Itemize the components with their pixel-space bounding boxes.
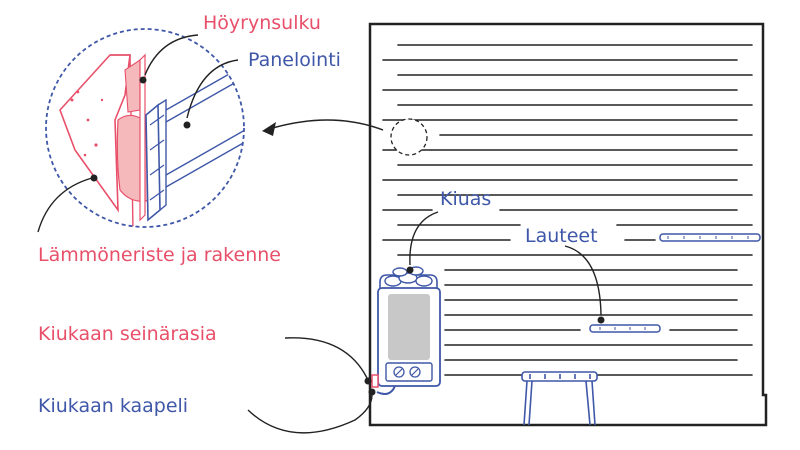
leader-dot-vapor-barrier xyxy=(139,76,147,84)
leader-benches xyxy=(564,245,602,316)
leader-dot-insulation xyxy=(90,174,98,182)
upper-bench xyxy=(659,233,761,242)
leader-dot-paneling xyxy=(183,121,191,129)
wall-paneling-lines xyxy=(382,44,753,376)
label-benches: Lauteet xyxy=(525,225,598,247)
leader-wall-box xyxy=(284,337,368,379)
wall-detail-zoom xyxy=(46,29,244,227)
leader-dot-stove xyxy=(406,266,414,274)
zoom-circle-border xyxy=(45,28,245,228)
leader-stove xyxy=(409,211,439,266)
sauna-room-outline xyxy=(368,22,768,427)
label-stove-cable: Kiukaan kaapeli xyxy=(38,395,189,417)
label-stove: Kiuas xyxy=(440,188,492,210)
leader-cable xyxy=(247,394,373,434)
label-vapor-barrier: Höyrynsulku xyxy=(203,12,321,34)
leader-insulation xyxy=(37,177,93,233)
detail-arrow xyxy=(265,119,384,131)
label-insulation: Lämmöneriste ja rakenne xyxy=(38,244,281,266)
stove-cable xyxy=(376,385,396,395)
label-paneling: Panelointi xyxy=(248,49,341,71)
stove-illustration xyxy=(377,266,441,387)
leader-dot-cable xyxy=(368,388,376,396)
leader-vapor-barrier xyxy=(144,34,199,76)
stove-wall-box xyxy=(371,374,379,388)
leader-dot-wall-box xyxy=(364,377,372,385)
middle-bench xyxy=(589,324,661,333)
footrest-stool xyxy=(521,371,598,426)
leader-paneling xyxy=(186,59,239,119)
leader-dot-benches xyxy=(597,316,605,324)
label-stove-wall-box: Kiukaan seinärasia xyxy=(38,323,217,345)
detail-marker-circle xyxy=(390,118,428,156)
detail-arrowhead xyxy=(262,122,276,136)
